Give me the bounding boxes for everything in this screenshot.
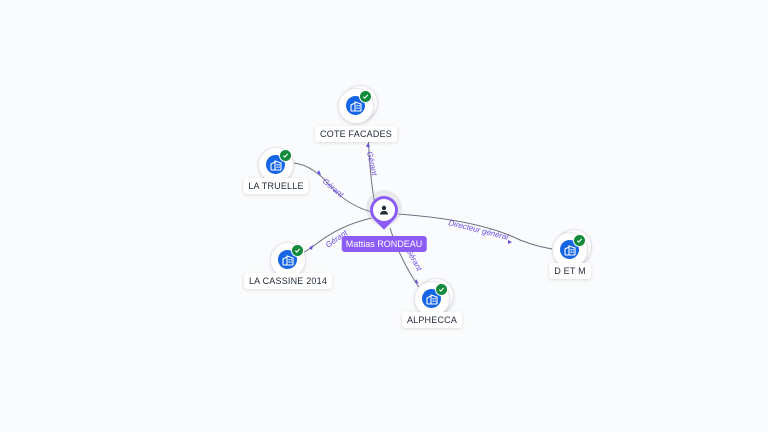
person-label[interactable]: Mattias RONDEAU: [341, 236, 427, 252]
person-icon: [373, 199, 395, 221]
arrow-la-truelle: [317, 170, 321, 175]
company-icon-wrap[interactable]: [270, 242, 306, 278]
company-icon-wrap[interactable]: [338, 85, 378, 124]
company-label[interactable]: D ET M: [549, 263, 591, 279]
arrow-cote-facades: [366, 143, 370, 147]
edge-label-d-et-m: Directeur général: [448, 218, 510, 242]
edge-d-et-m: [397, 213, 561, 251]
company-node-cote-facades[interactable]: COTE FACADES: [296, 85, 416, 148]
company-label[interactable]: COTE FACADES: [315, 126, 397, 142]
arrow-d-et-m: [508, 240, 512, 244]
verified-check-icon: [279, 149, 292, 162]
arrow-alphecca: [415, 279, 419, 284]
company-icon-wrap[interactable]: [414, 278, 454, 317]
verified-check-icon: [291, 244, 304, 257]
company-label[interactable]: LA TRUELLE: [243, 178, 309, 194]
verified-check-icon: [359, 90, 372, 103]
edge-la-truelle: [293, 162, 373, 213]
company-node-la-truelle[interactable]: LA TRUELLE: [216, 147, 336, 207]
edge-label-cote-facades: Gérant: [365, 151, 379, 178]
verified-check-icon: [573, 234, 586, 247]
company-label[interactable]: LA CASSINE 2014: [243, 273, 333, 289]
company-label[interactable]: ALPHECCA: [401, 312, 463, 328]
arrow-la-cassine: [309, 245, 313, 250]
company-node-la-cassine-2014[interactable]: LA CASSINE 2014: [228, 242, 348, 302]
company-node-alphecca[interactable]: ALPHECCA: [372, 278, 492, 341]
company-node-d-et-m[interactable]: D ET M: [510, 229, 630, 292]
verified-check-icon: [435, 283, 448, 296]
company-icon-wrap[interactable]: [552, 229, 592, 268]
person-node-center[interactable]: Mattias RONDEAU: [334, 188, 434, 258]
